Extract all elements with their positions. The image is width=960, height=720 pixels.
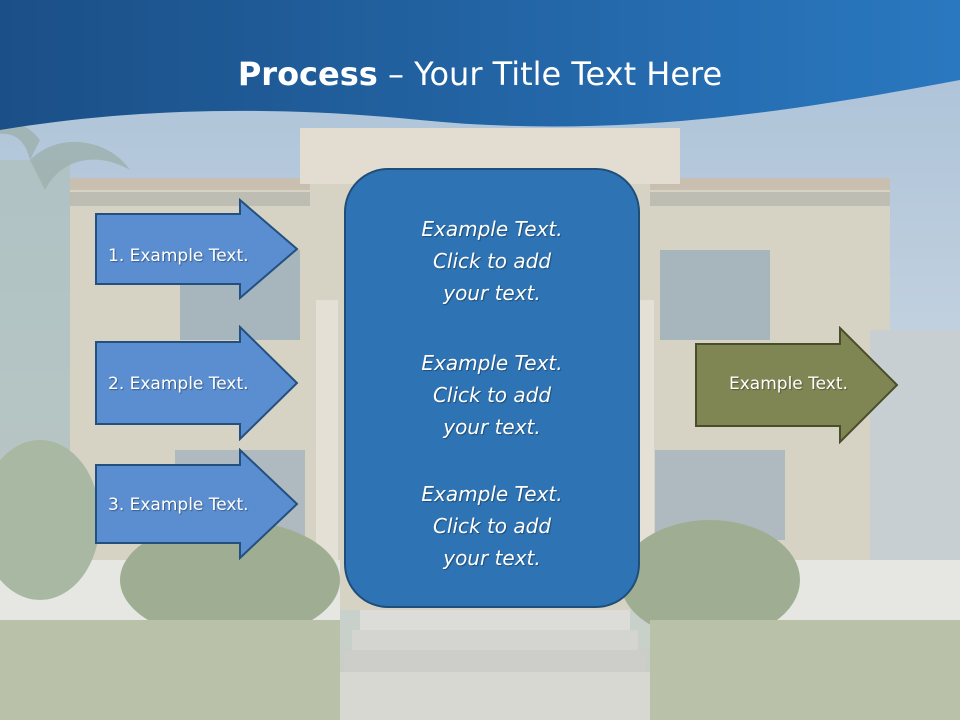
left-arrow-3-label: 3. Example Text. bbox=[108, 495, 249, 515]
left-arrow-2[interactable] bbox=[94, 325, 300, 441]
left-arrow-1[interactable] bbox=[94, 198, 300, 300]
center-paragraph-2: Example Text. Click to add your text. bbox=[344, 347, 640, 443]
paragraph-line: Click to add bbox=[432, 383, 552, 407]
title-dash: – bbox=[377, 55, 415, 93]
right-arrow[interactable] bbox=[694, 326, 900, 444]
header-band bbox=[0, 0, 960, 130]
center-text-box[interactable] bbox=[344, 168, 640, 608]
paragraph-line: Click to add bbox=[432, 249, 552, 273]
slide-title: Process – Your Title Text Here bbox=[0, 52, 960, 96]
paragraph-line: your text. bbox=[443, 546, 541, 570]
left-arrow-2-label: 2. Example Text. bbox=[108, 374, 249, 394]
paragraph-line: Example Text. bbox=[421, 482, 563, 506]
paragraph-line: Example Text. bbox=[421, 217, 563, 241]
title-rest: Your Title Text Here bbox=[414, 55, 723, 93]
paragraph-line: Example Text. bbox=[421, 351, 563, 375]
center-paragraph-1: Example Text. Click to add your text. bbox=[344, 213, 640, 309]
title-bold: Process bbox=[237, 55, 378, 93]
paragraph-line: Click to add bbox=[432, 514, 552, 538]
paragraph-line: your text. bbox=[443, 281, 541, 305]
paragraph-line: your text. bbox=[443, 415, 541, 439]
left-arrow-1-label: 1. Example Text. bbox=[108, 246, 249, 266]
right-arrow-label: Example Text. bbox=[729, 374, 848, 394]
center-paragraph-3: Example Text. Click to add your text. bbox=[344, 478, 640, 574]
left-arrow-3[interactable] bbox=[94, 448, 300, 560]
